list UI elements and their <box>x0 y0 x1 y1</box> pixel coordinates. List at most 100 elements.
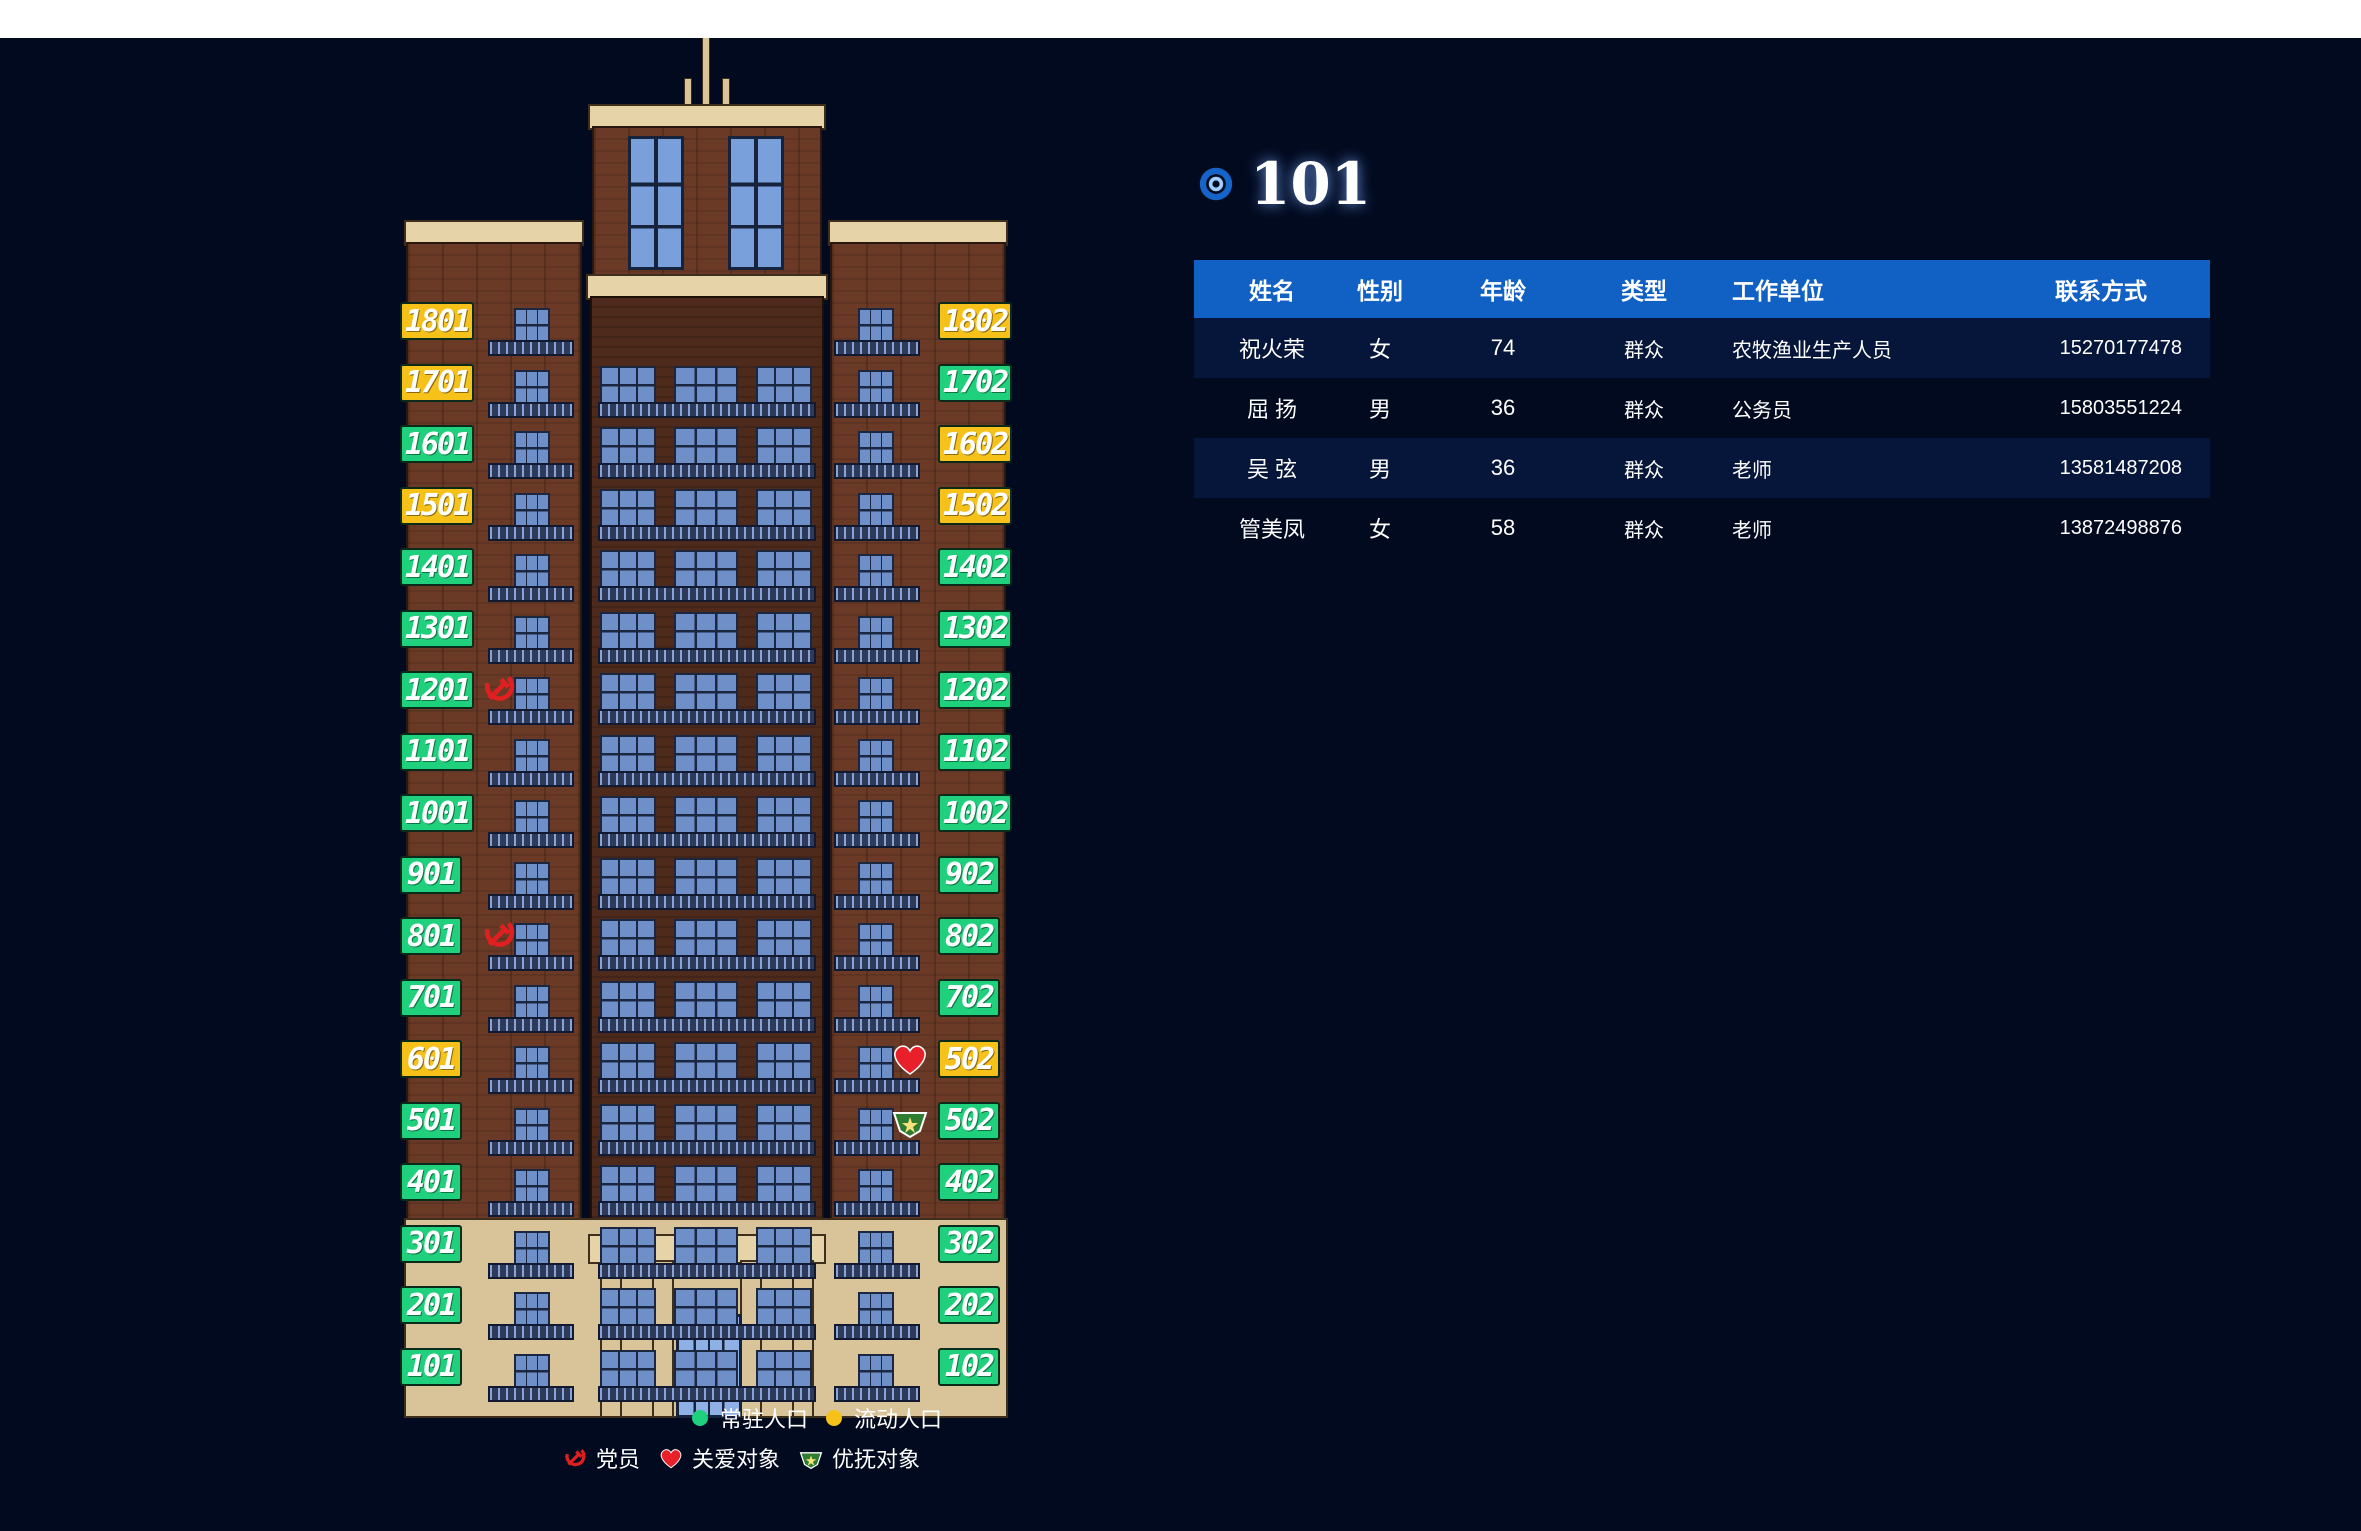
column-header: 联系方式 <box>2055 278 2147 304</box>
table-cell: 老师 <box>1732 459 1772 482</box>
balcony <box>488 1078 574 1094</box>
balcony <box>488 955 574 971</box>
unit-tag[interactable]: 402 <box>938 1163 1000 1201</box>
column-header: 类型 <box>1621 278 1667 304</box>
balcony <box>834 709 920 725</box>
legend-floating: 流动人口 <box>826 1402 942 1434</box>
unit-tag[interactable]: 1201 <box>400 671 475 709</box>
balcony <box>598 1324 816 1340</box>
window <box>674 611 738 650</box>
table-cell: 群众 <box>1624 519 1664 542</box>
unit-tag[interactable]: 502 <box>938 1101 1000 1140</box>
unit-tag[interactable]: 102 <box>938 1347 1000 1386</box>
unit-title-bar: 101 <box>1198 150 1371 218</box>
unit-tag[interactable]: 1501 <box>400 486 475 525</box>
window <box>858 923 894 957</box>
unit-tag[interactable]: 1802 <box>938 302 1013 340</box>
window <box>600 550 656 588</box>
window <box>514 1046 550 1080</box>
window <box>756 980 812 1019</box>
window <box>514 615 550 650</box>
window <box>858 738 894 773</box>
balcony <box>834 832 920 848</box>
unit-tag[interactable]: 1402 <box>938 548 1013 586</box>
floating-dot-icon <box>826 1410 843 1426</box>
unit-tag[interactable]: 301 <box>400 1224 462 1263</box>
unit-tag[interactable]: 1202 <box>938 671 1013 709</box>
balcony <box>834 1324 920 1340</box>
balcony <box>488 524 574 541</box>
unit-tag[interactable]: 1102 <box>938 732 1013 771</box>
unit-tag[interactable]: 1001 <box>400 794 475 832</box>
legend-veteran-label: 优抚对象 <box>832 1447 921 1472</box>
unit-tag[interactable]: 1401 <box>400 548 475 586</box>
table-cell: 13872498876 <box>2059 516 2182 539</box>
hammer-sickle-icon <box>480 916 518 954</box>
unit-tag[interactable]: 1302 <box>938 609 1013 648</box>
window <box>756 1042 812 1080</box>
unit-tag[interactable]: 1601 <box>400 425 475 463</box>
table-cell: 吴 弦 <box>1246 457 1298 482</box>
unit-tag[interactable]: 202 <box>938 1286 1000 1324</box>
unit-tag[interactable]: 501 <box>400 1101 462 1140</box>
unit-tag[interactable]: 902 <box>938 855 1000 894</box>
window <box>674 1103 738 1142</box>
unit-tag[interactable]: 901 <box>400 855 462 894</box>
heart-icon <box>890 1039 928 1077</box>
balcony <box>488 770 574 787</box>
window <box>514 677 550 711</box>
unit-tag[interactable]: 1602 <box>938 425 1013 463</box>
balcony <box>598 955 816 971</box>
balcony <box>834 893 920 910</box>
balcony <box>488 401 574 418</box>
unit-tag[interactable]: 1101 <box>400 732 475 771</box>
balcony <box>488 709 574 725</box>
unit-tag[interactable]: 801 <box>400 917 462 955</box>
unit-tag[interactable]: 1702 <box>938 363 1013 402</box>
table-cell: 74 <box>1490 335 1516 360</box>
unit-tag[interactable]: 1801 <box>400 302 475 340</box>
unit-tag[interactable]: 1301 <box>400 609 475 648</box>
veteran-badge-icon <box>890 1101 928 1139</box>
window <box>514 1230 550 1265</box>
unit-tag[interactable]: 601 <box>400 1040 462 1078</box>
unit-tag[interactable]: 302 <box>938 1224 1000 1263</box>
unit-tag[interactable]: 1502 <box>938 486 1013 525</box>
column-header: 性别 <box>1357 278 1403 304</box>
unit-tag[interactable]: 701 <box>400 978 462 1017</box>
window <box>514 923 550 957</box>
target-icon <box>1199 167 1233 201</box>
unit-tag[interactable]: 502 <box>938 1040 1000 1078</box>
window <box>858 677 894 711</box>
window <box>858 1046 894 1080</box>
table-cell: 15270177478 <box>2059 336 2182 359</box>
window <box>600 1165 656 1203</box>
unit-tag[interactable]: 101 <box>400 1347 462 1386</box>
window <box>858 984 894 1019</box>
unit-tag[interactable]: 702 <box>938 978 1000 1017</box>
crown-window <box>628 136 684 270</box>
table-cell: 女 <box>1368 337 1391 362</box>
legend-care: 关爱对象 <box>658 1442 780 1474</box>
balcony <box>488 1139 574 1156</box>
window <box>858 492 894 527</box>
window <box>674 734 738 773</box>
window <box>674 1042 738 1080</box>
window <box>674 980 738 1019</box>
balcony <box>598 770 816 787</box>
unit-tag[interactable]: 1701 <box>400 363 475 402</box>
unit-tag[interactable]: 401 <box>400 1163 462 1201</box>
main-stage: 1801 1701 1601 1501 1401 1301 1201 1101 1001 901 8… <box>0 38 2361 1531</box>
legend-row-population: 常驻人口 流动人口 <box>692 1402 960 1434</box>
unit-tag[interactable]: 1002 <box>938 794 1013 832</box>
unit-tag[interactable]: 201 <box>400 1286 462 1324</box>
column-header: 年龄 <box>1480 278 1526 304</box>
unit-tag[interactable]: 802 <box>938 917 1000 955</box>
window <box>756 734 812 773</box>
balcony <box>834 586 920 602</box>
balcony <box>488 1262 574 1279</box>
